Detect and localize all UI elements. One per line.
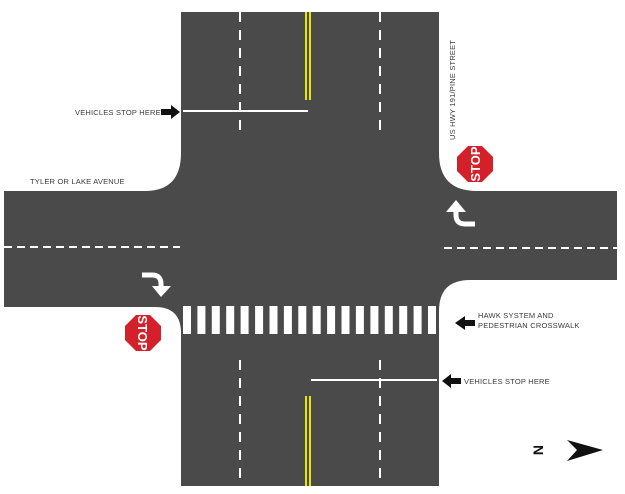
label-vehicles-stop-top: VEHICLES STOP HERE: [75, 108, 161, 117]
crosswalk-stripe: [384, 306, 393, 334]
label-stop-line-bottom: VEHICLES STOP HERE: [442, 374, 550, 388]
crosswalk-stripe: [399, 306, 408, 334]
crosswalk-stripe: [298, 306, 307, 334]
stop-sign-bottom-left: STOP: [123, 313, 163, 353]
intersection-road: [4, 12, 617, 486]
crosswalk-stripe: [183, 306, 191, 334]
road-surface: [4, 12, 617, 486]
crosswalk-stripe: [226, 306, 235, 334]
crosswalk-stripe: [428, 306, 436, 334]
stop-sign-face: [457, 146, 493, 182]
north-lane-markings: [183, 12, 381, 137]
crosswalk-stripe: [283, 306, 292, 334]
pedestrian-crosswalk: [183, 306, 436, 334]
stop-sign-face: [125, 315, 161, 351]
turn-arrow-lower-left-head: [152, 286, 171, 297]
crosswalk-stripe: [341, 306, 350, 334]
crosswalk-stripe: [240, 306, 249, 334]
stop-sign-text: STOP: [135, 315, 150, 350]
north-arrow: N: [530, 440, 603, 461]
crosswalk-stripe: [312, 306, 321, 334]
turn-arrow-upper-right-head: [446, 200, 466, 212]
crosswalk-stripe: [327, 306, 336, 334]
crosswalk-stripe: [370, 306, 379, 334]
label-vehicles-stop-bottom: VEHICLES STOP HERE: [464, 377, 550, 386]
crosswalk-stripe: [413, 306, 422, 334]
stop-sign-top-right: STOP: [455, 144, 495, 184]
stop-sign-text: STOP: [468, 146, 483, 181]
label-hawk: HAWK SYSTEM AND PEDESTRIAN CROSSWALK: [455, 311, 580, 330]
turn-arrow-east: [446, 200, 475, 227]
label-stop-line-top: VEHICLES STOP HERE: [75, 105, 180, 119]
cross-street-lane-markings: [4, 246, 617, 249]
south-lane-markings: [239, 360, 437, 486]
label-main-street: US HWY 191/PINE STREET: [448, 40, 457, 140]
right-arrow-icon: [161, 105, 180, 119]
left-arrow-icon: [455, 316, 475, 330]
label-cross-street: TYLER OR LAKE AVENUE: [30, 177, 125, 186]
turn-arrow-lower-left: [142, 272, 164, 288]
crosswalk-stripe: [255, 306, 264, 334]
north-letter: N: [530, 445, 546, 455]
north-arrow-icon: [567, 440, 603, 461]
crosswalk-stripe: [197, 306, 206, 334]
turn-arrow-upper-right: [453, 209, 475, 227]
left-arrow-icon: [442, 374, 461, 388]
crosswalk-stripe: [211, 306, 220, 334]
label-hawk-line2: PEDESTRIAN CROSSWALK: [478, 321, 580, 330]
crosswalk-stripe: [355, 306, 364, 334]
turn-arrow-west: [142, 272, 171, 297]
crosswalk-stripe: [269, 306, 278, 334]
label-hawk-line1: HAWK SYSTEM AND: [478, 311, 554, 320]
